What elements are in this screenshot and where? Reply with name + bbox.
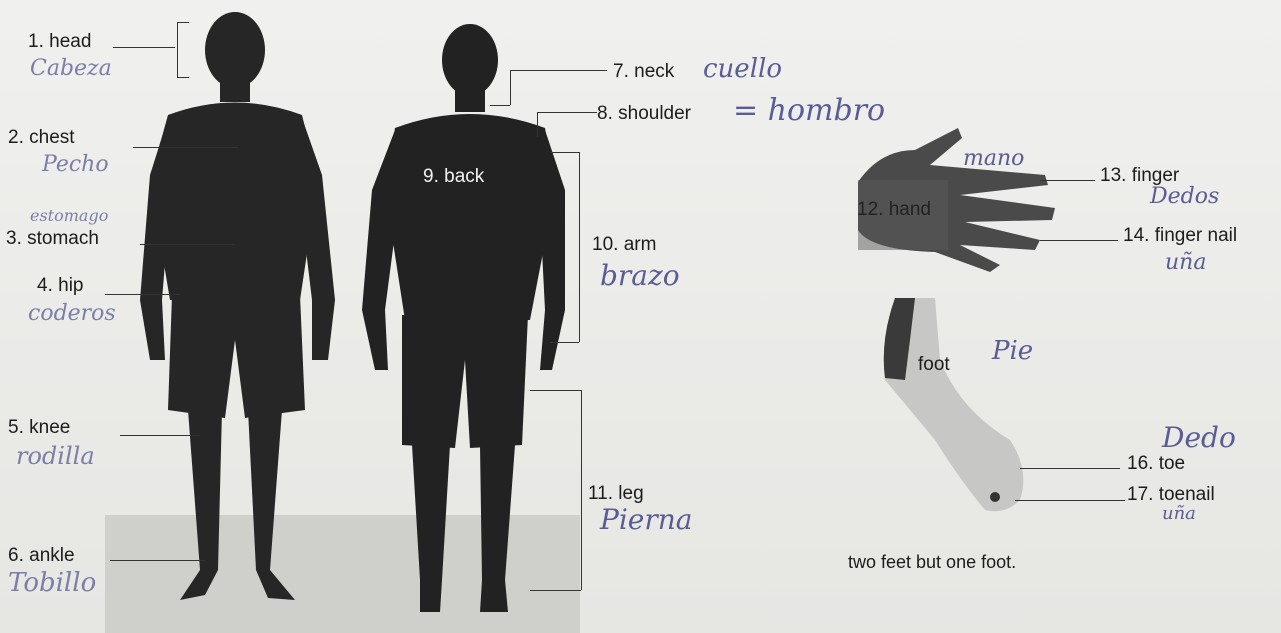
- bracket-line: [581, 390, 582, 590]
- bracket-line: [177, 22, 189, 23]
- label-hand: 12. hand: [857, 200, 931, 219]
- label-shoulder: 8. shoulder: [597, 104, 691, 123]
- front-figure: [140, 12, 335, 600]
- bracket-line: [550, 342, 579, 343]
- handwritten-neck: cuello: [703, 56, 782, 82]
- leader-line: [510, 70, 607, 71]
- leader-line: [113, 47, 175, 48]
- leader-line: [537, 112, 597, 113]
- handwritten-finger-nail: uña: [1165, 252, 1206, 274]
- label-arm: 10. arm: [592, 235, 656, 254]
- handwritten-stomach: estomago: [30, 208, 108, 224]
- bracket-line: [177, 22, 178, 77]
- label-neck: 7. neck: [613, 62, 674, 81]
- leader-line: [120, 435, 200, 436]
- handwritten-leg: Pierna: [600, 506, 692, 534]
- label-toenail: 17. toenail: [1127, 485, 1215, 504]
- leader-line: [1015, 500, 1125, 501]
- note-text: two feet but one foot.: [848, 552, 1016, 573]
- leader-line: [510, 70, 511, 105]
- handwritten-toenail: uña: [1162, 505, 1196, 523]
- bracket-line: [177, 77, 189, 78]
- handwritten-toe: Dedo: [1162, 424, 1236, 452]
- floor-shadow: [105, 515, 580, 633]
- label-toe: 16. toe: [1127, 454, 1185, 473]
- handwritten-knee: rodilla: [16, 444, 95, 468]
- handwritten-foot: Pie: [992, 338, 1033, 364]
- handwritten-head: Cabeza: [30, 58, 112, 80]
- handwritten-chest: Pecho: [42, 154, 109, 176]
- leader-line: [1020, 468, 1120, 469]
- leader-line: [133, 147, 238, 148]
- label-knee: 5. knee: [8, 418, 70, 437]
- handwritten-arm: brazo: [600, 262, 680, 290]
- label-ankle: 6. ankle: [8, 546, 75, 565]
- label-finger-nail: 14. finger nail: [1123, 226, 1237, 245]
- bracket-line: [579, 152, 580, 342]
- handwritten-hip: coderos: [28, 303, 116, 325]
- leader-line: [537, 112, 538, 137]
- bracket-line: [530, 390, 581, 391]
- handwritten-finger: Dedos: [1150, 186, 1219, 208]
- leader-line: [1040, 180, 1095, 181]
- label-foot: foot: [918, 355, 950, 374]
- label-stomach: 3. stomach: [6, 229, 99, 248]
- handwritten-shoulder: = hombro: [733, 96, 885, 126]
- bracket-line: [530, 590, 581, 591]
- leader-line: [490, 105, 510, 106]
- label-head: 1. head: [28, 32, 91, 51]
- label-chest: 2. chest: [8, 128, 75, 147]
- leader-line: [105, 294, 180, 295]
- foot-illustration: [884, 298, 1024, 511]
- handwritten-hand: mano: [963, 148, 1024, 170]
- label-hip: 4. hip: [37, 276, 83, 295]
- label-back: 9. back: [423, 166, 484, 188]
- label-leg: 11. leg: [588, 484, 644, 503]
- leader-line: [110, 560, 205, 561]
- bracket-line: [550, 152, 579, 153]
- leader-line: [140, 244, 235, 245]
- handwritten-ankle: Tobillo: [8, 570, 96, 596]
- leader-line: [1040, 240, 1118, 241]
- label-finger: 13. finger: [1100, 166, 1179, 185]
